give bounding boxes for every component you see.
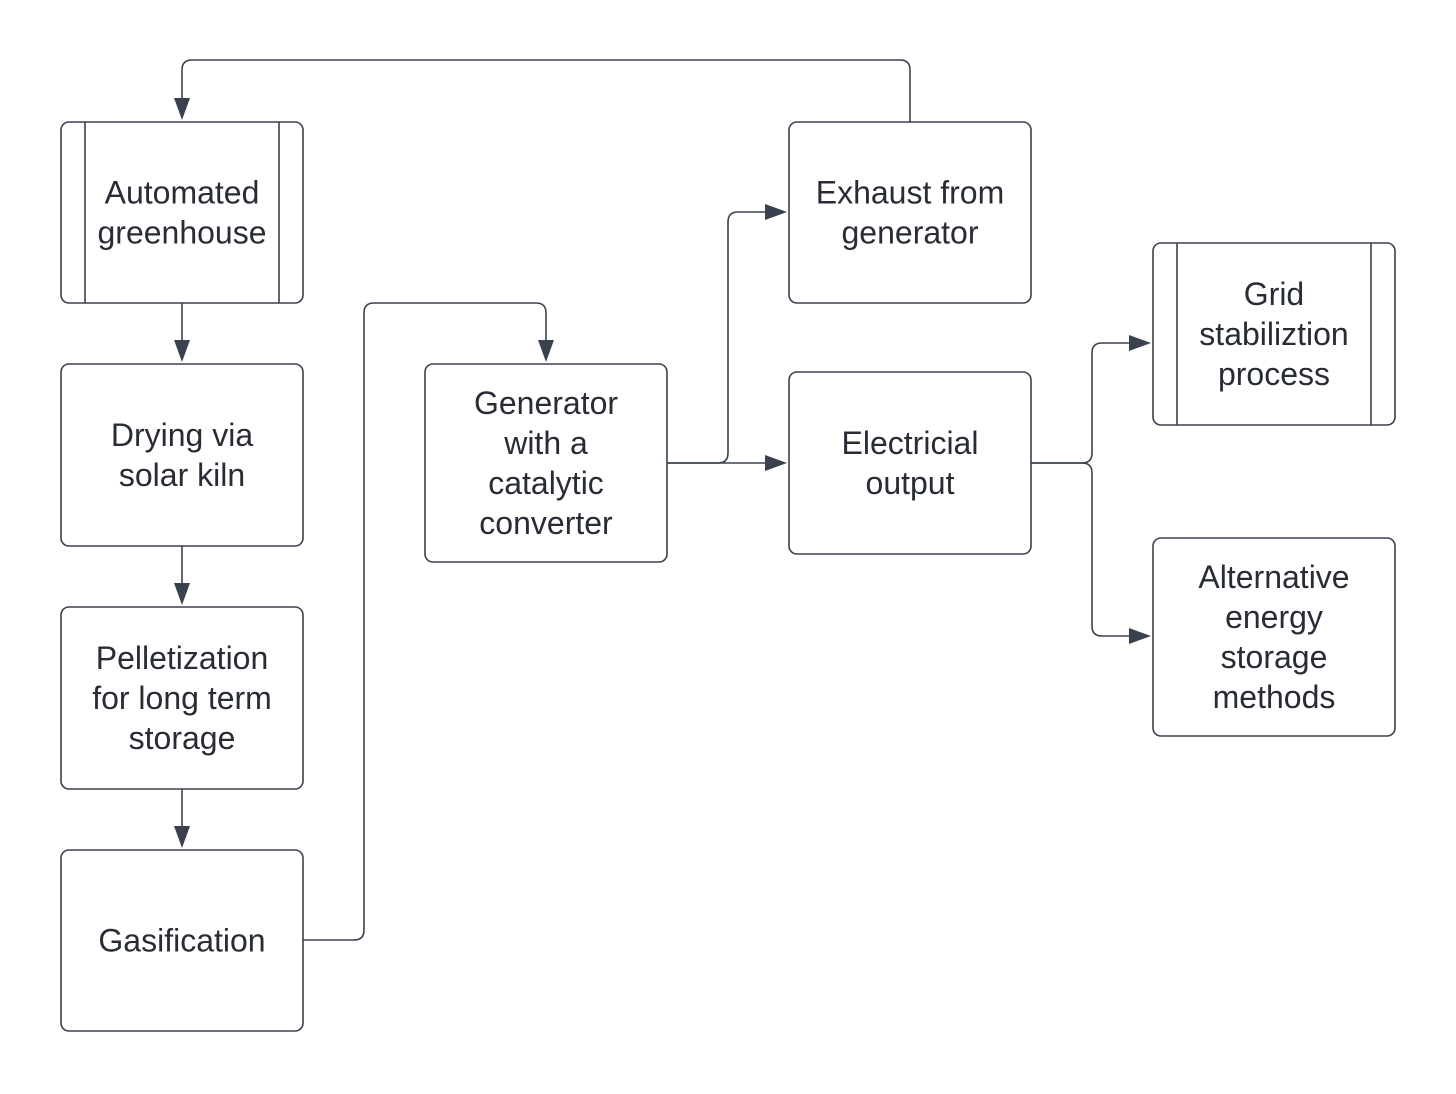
connector-line bbox=[1031, 342, 1133, 464]
connector-line bbox=[181, 59, 911, 122]
node-label-line: catalytic bbox=[488, 465, 604, 501]
node-label-line: solar kiln bbox=[119, 457, 245, 493]
arrowhead-icon bbox=[765, 204, 787, 220]
edge-electrical_output-to-alternative_storage bbox=[1031, 462, 1151, 644]
node-label-line: process bbox=[1218, 356, 1330, 392]
node-box bbox=[60, 849, 304, 1032]
node-box bbox=[1152, 537, 1396, 737]
arrowhead-icon bbox=[1129, 628, 1151, 644]
node-alternative-storage[interactable]: Alternative energy storage methods bbox=[1152, 537, 1396, 737]
node-label-line: Drying via bbox=[111, 417, 253, 453]
node-label-line: for long term bbox=[92, 680, 272, 716]
node-label-line: converter bbox=[479, 505, 613, 541]
node-label-line: Generator bbox=[474, 385, 618, 421]
node-label-line: storage bbox=[1221, 639, 1328, 675]
edge-electrical_output-to-grid_stabilization bbox=[1031, 335, 1151, 464]
arrowhead-icon bbox=[538, 340, 554, 362]
arrowhead-icon bbox=[1129, 335, 1151, 351]
node-gasification[interactable]: Gasification bbox=[60, 849, 304, 1032]
node-drying-solar-kiln[interactable]: Drying via solar kiln bbox=[60, 363, 304, 547]
node-label-line: with a bbox=[503, 425, 588, 461]
node-label-line: methods bbox=[1213, 679, 1336, 715]
node-label-line: output bbox=[866, 465, 955, 501]
edge-drying_solar_kiln-to-pelletization bbox=[174, 546, 190, 605]
edge-generator-to-exhaust bbox=[667, 204, 787, 464]
connector-line bbox=[1031, 462, 1133, 637]
arrowhead-icon bbox=[174, 98, 190, 120]
connector-line bbox=[667, 211, 769, 464]
node-box bbox=[60, 363, 304, 547]
node-grid-stabilization[interactable]: Grid stabiliztion process bbox=[1152, 242, 1396, 426]
node-label-line: greenhouse bbox=[97, 215, 266, 251]
node-box bbox=[60, 121, 304, 304]
node-label-line: storage bbox=[129, 720, 236, 756]
node-label-line: energy bbox=[1225, 599, 1323, 635]
edge-pelletization-to-gasification bbox=[174, 789, 190, 848]
node-label-line: Pelletization bbox=[96, 640, 269, 676]
node-label-line: generator bbox=[842, 215, 979, 251]
node-label-line: Grid bbox=[1244, 276, 1304, 312]
node-automated-greenhouse[interactable]: Automated greenhouse bbox=[60, 121, 304, 304]
node-label-line: stabiliztion bbox=[1199, 316, 1348, 352]
node-label-line: Exhaust from bbox=[816, 175, 1005, 211]
node-exhaust[interactable]: Exhaust from generator bbox=[788, 121, 1032, 304]
node-box bbox=[424, 363, 668, 563]
edge-gasification-to-generator bbox=[303, 302, 554, 941]
arrowhead-icon bbox=[174, 583, 190, 605]
node-box bbox=[1152, 242, 1396, 426]
node-pelletization[interactable]: Pelletization for long term storage bbox=[60, 606, 304, 790]
node-label-line: Gasification bbox=[98, 923, 265, 959]
node-box bbox=[788, 121, 1032, 304]
node-label-line: Automated bbox=[105, 175, 260, 211]
node-box bbox=[60, 606, 304, 790]
arrowhead-icon bbox=[174, 826, 190, 848]
node-electrical-output[interactable]: Electricial output bbox=[788, 371, 1032, 555]
arrowhead-icon bbox=[765, 455, 787, 471]
edge-automated_greenhouse-to-drying_solar_kiln bbox=[174, 303, 190, 362]
edges bbox=[174, 59, 1151, 941]
edge-generator-to-electrical_output bbox=[667, 455, 787, 471]
node-generator[interactable]: Generator with a catalytic converter bbox=[424, 363, 668, 563]
node-box bbox=[788, 371, 1032, 555]
node-label-line: Electricial bbox=[842, 425, 979, 461]
node-label-line: Alternative bbox=[1198, 559, 1349, 595]
connector-line bbox=[303, 302, 547, 941]
arrowhead-icon bbox=[174, 340, 190, 362]
edge-exhaust-to-automated_greenhouse bbox=[174, 59, 911, 122]
